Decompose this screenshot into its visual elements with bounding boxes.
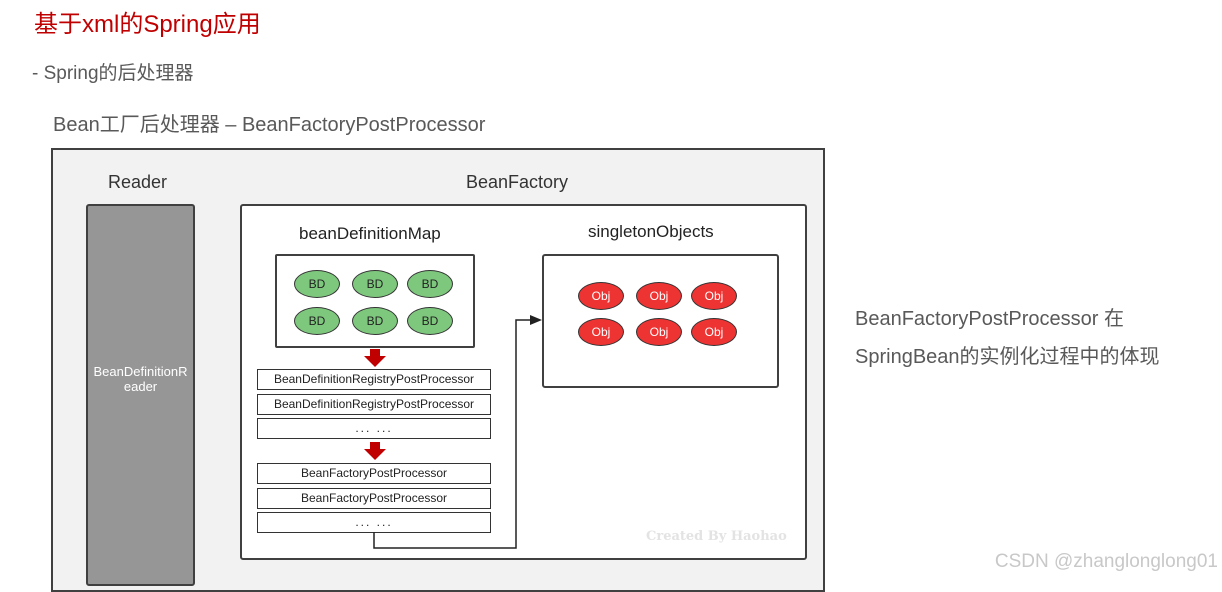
page-title: 基于xml的Spring应用 (34, 11, 261, 38)
bean-definition-oval: BD (294, 307, 340, 335)
singleton-object-oval: Obj (691, 282, 737, 310)
singleton-object-oval: Obj (636, 318, 682, 346)
post-processor-item: BeanDefinitionRegistryPostProcessor (257, 394, 491, 415)
bean-definition-oval: BD (407, 270, 453, 298)
post-processor-item: BeanDefinitionRegistryPostProcessor (257, 369, 491, 390)
singleton-object-oval: Obj (691, 318, 737, 346)
bean-definition-oval: BD (407, 307, 453, 335)
post-processor-item: ... ... (257, 418, 491, 439)
singleton-object-oval: Obj (578, 282, 624, 310)
post-processor-item: BeanFactoryPostProcessor (257, 488, 491, 509)
side-note: BeanFactoryPostProcessor 在 SpringBean的实例… (855, 300, 1160, 376)
reader-box-text: BeanDefinitionReader (93, 364, 188, 394)
bean-definition-oval: BD (294, 270, 340, 298)
bean-definition-oval: BD (352, 307, 398, 335)
bean-definition-map-label: beanDefinitionMap (299, 224, 441, 243)
section-bullet: - Spring的后处理器 (32, 63, 194, 84)
side-note-line: SpringBean的实例化过程中的体现 (855, 346, 1160, 368)
down-arrow-icon (364, 349, 386, 367)
beanfactory-label: BeanFactory (466, 172, 569, 192)
csdn-watermark: CSDN @zhanglonglong01 (994, 551, 1218, 572)
reader-label: Reader (108, 172, 168, 192)
post-processor-item: BeanFactoryPostProcessor (257, 463, 491, 484)
reader-box (86, 204, 195, 586)
diagram-subheading: Bean工厂后处理器 – BeanFactoryPostProcessor (53, 114, 486, 136)
side-note-line: BeanFactoryPostProcessor 在 (855, 308, 1124, 330)
singleton-object-oval: Obj (636, 282, 682, 310)
singleton-objects-label: singletonObjects (588, 222, 714, 241)
singleton-object-oval: Obj (578, 318, 624, 346)
bean-definition-oval: BD (352, 270, 398, 298)
down-arrow-icon (364, 442, 386, 460)
created-by-watermark: Created By Haohao (646, 529, 787, 544)
